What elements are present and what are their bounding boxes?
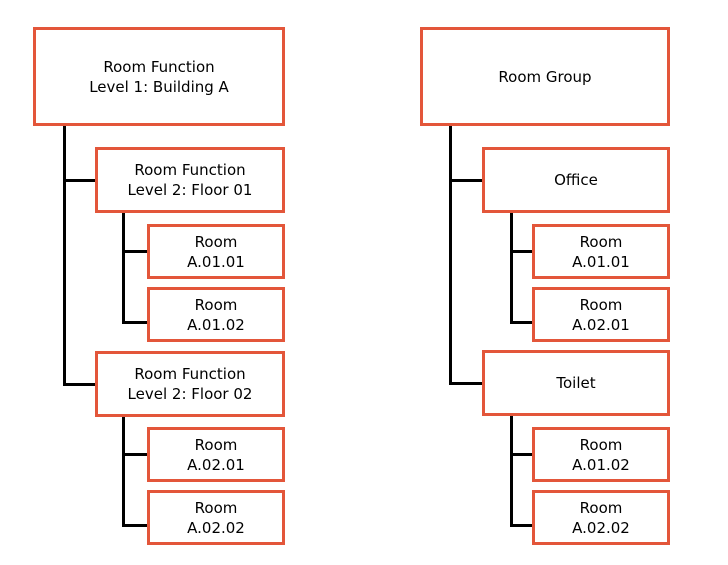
node-line-2: A.01.01 [572, 252, 630, 271]
node-line-2: Level 2: Floor 01 [127, 181, 253, 199]
connector-toilet-to-room-a0102 [510, 453, 535, 456]
node-line-1: Room [579, 498, 623, 517]
node-room-a-01-02-right[interactable]: Room A.01.02 [532, 427, 670, 482]
node-room-function-level-1[interactable]: Room Function Level 1: Building A [33, 27, 285, 126]
node-line-2: A.01.02 [187, 315, 245, 334]
connector-left-root-to-floor01 [63, 179, 98, 182]
node-room-function-level-2-floor-01[interactable]: Room Function Level 2: Floor 01 [95, 147, 285, 213]
connector-floor01-to-room-a0101 [122, 250, 149, 253]
node-room-group[interactable]: Room Group [420, 27, 670, 126]
node-room-a-01-01-left[interactable]: Room A.01.01 [147, 224, 285, 279]
connector-toilet-spine [510, 416, 513, 527]
node-line-1: Room [579, 232, 623, 251]
connector-office-to-room-a0201 [510, 321, 535, 324]
node-line-2: A.02.01 [187, 455, 245, 474]
node-line-2: A.02.02 [572, 518, 630, 537]
node-room-a-02-02-right[interactable]: Room A.02.02 [532, 490, 670, 545]
node-line-1: Room [194, 498, 238, 517]
node-line-1: Room [579, 435, 623, 454]
connector-toilet-to-room-a0202 [510, 524, 535, 527]
node-line-2: A.02.02 [187, 518, 245, 537]
node-line-1: Room Group [498, 67, 592, 86]
node-room-a-01-01-right[interactable]: Room A.01.01 [532, 224, 670, 279]
connector-left-root-to-floor02 [63, 383, 98, 386]
node-line-1: Room Function [134, 161, 246, 179]
connector-right-root-spine [449, 126, 452, 385]
node-line-1: Room [194, 435, 238, 454]
node-line-1: Room [194, 232, 238, 251]
connector-office-to-room-a0101 [510, 250, 535, 253]
node-line-2: A.01.01 [187, 252, 245, 271]
node-line-1: Toilet [556, 374, 596, 392]
connector-office-spine [510, 213, 513, 324]
node-room-a-02-02-left[interactable]: Room A.02.02 [147, 490, 285, 545]
connector-right-root-to-toilet [449, 382, 485, 385]
connector-floor01-spine [122, 213, 125, 324]
node-line-1: Room Function [103, 57, 215, 76]
node-line-1: Room [194, 295, 238, 314]
node-room-a-01-02-left[interactable]: Room A.01.02 [147, 287, 285, 342]
node-line-2: A.02.01 [572, 315, 630, 334]
connector-left-root-spine [63, 126, 66, 386]
node-line-1: Office [554, 171, 598, 189]
node-line-2: Level 2: Floor 02 [127, 385, 253, 403]
connector-right-root-to-office [449, 179, 485, 182]
connector-floor02-to-room-a0202 [122, 524, 149, 527]
connector-floor02-to-room-a0201 [122, 453, 149, 456]
node-office[interactable]: Office [482, 147, 670, 213]
node-line-2: Level 1: Building A [89, 77, 229, 96]
connector-floor01-to-room-a0102 [122, 321, 149, 324]
node-line-1: Room Function [134, 365, 246, 383]
node-room-function-level-2-floor-02[interactable]: Room Function Level 2: Floor 02 [95, 351, 285, 417]
connector-floor02-spine [122, 417, 125, 527]
node-toilet[interactable]: Toilet [482, 350, 670, 416]
node-room-a-02-01-left[interactable]: Room A.02.01 [147, 427, 285, 482]
node-line-2: A.01.02 [572, 455, 630, 474]
node-line-1: Room [579, 295, 623, 314]
node-room-a-02-01-right[interactable]: Room A.02.01 [532, 287, 670, 342]
